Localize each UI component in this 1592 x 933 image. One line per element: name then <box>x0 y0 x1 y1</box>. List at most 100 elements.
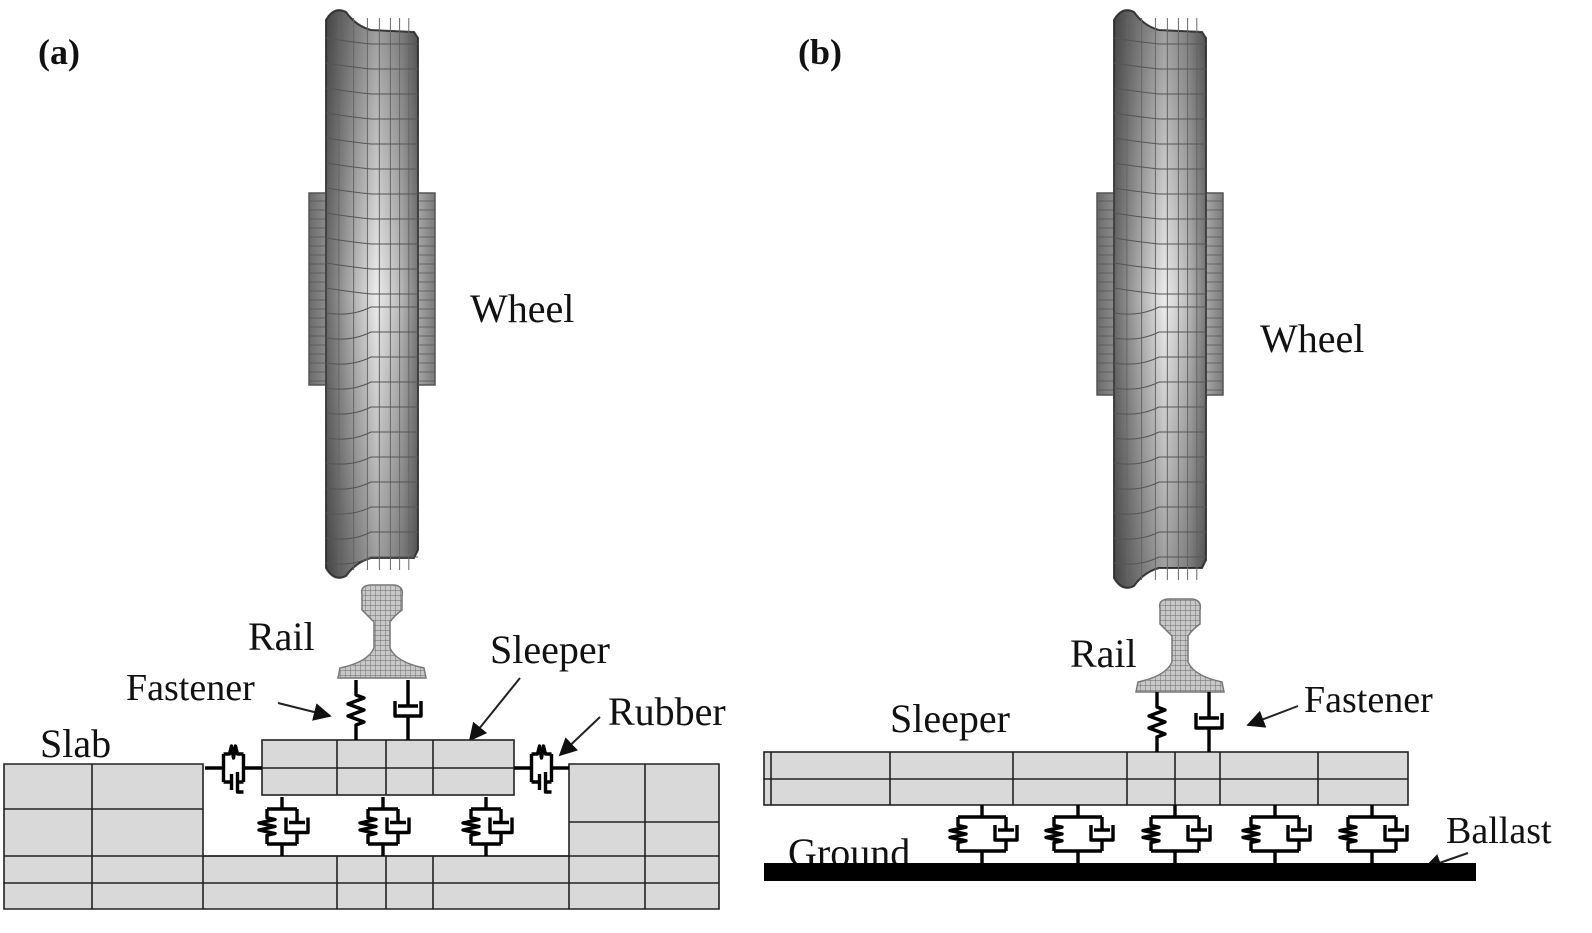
sleeper-mesh-a <box>261 739 515 796</box>
wheel-meshline <box>1113 262 1206 270</box>
wheel-meshline <box>325 87 418 95</box>
fastener-arrow-b <box>1246 705 1299 728</box>
wheel-meshline <box>1113 62 1206 70</box>
label-sleeper-a: Sleeper <box>490 627 610 672</box>
spring-icon <box>1241 817 1261 851</box>
spring-icon <box>1141 817 1161 851</box>
sleeper-arrow-a <box>468 677 521 742</box>
wheel-meshline <box>1113 87 1206 95</box>
spring-icon <box>948 817 968 851</box>
panel-a: (a) Wheel Rail Fastener Sleeper Rubber S… <box>3 9 726 910</box>
damper-piston <box>1094 817 1110 832</box>
damper-piston <box>493 809 509 825</box>
wheel-b <box>1096 9 1224 589</box>
rubber-spring <box>531 744 552 760</box>
damper-piston <box>390 809 406 825</box>
wheel-meshline <box>325 37 418 45</box>
support-frame <box>1151 805 1199 863</box>
support-frame <box>368 797 398 856</box>
damper-cylinder <box>1089 825 1115 851</box>
spring-icon <box>1044 817 1064 851</box>
fastener-b <box>1147 692 1224 752</box>
rubber-elements-a <box>205 744 569 794</box>
spring-icon <box>346 680 366 740</box>
rubber-frame <box>205 754 262 782</box>
ballast-units-b <box>948 805 1409 863</box>
wheel-meshline <box>325 506 418 515</box>
rubber-frame <box>514 754 569 782</box>
rubber-damper <box>531 772 552 794</box>
wheel-meshline <box>325 287 418 295</box>
label-sleeper-b: Sleeper <box>890 696 1010 741</box>
wheel-meshline <box>1113 237 1206 245</box>
wheel-meshline <box>325 137 418 145</box>
label-rail-b: Rail <box>1070 631 1137 676</box>
wheel-a <box>308 9 436 579</box>
panel-label-a: (a) <box>38 32 80 72</box>
wheel-meshline <box>325 237 418 245</box>
wheel-meshline <box>1113 356 1206 365</box>
wheel-meshline <box>1113 531 1206 540</box>
wheel-meshline <box>1113 406 1206 415</box>
wheel-meshline <box>1113 556 1206 565</box>
damper-cylinder <box>1383 825 1409 851</box>
wheel-meshline <box>1113 112 1206 120</box>
wheel-meshline <box>1113 456 1206 465</box>
wheel-meshline <box>1113 37 1206 45</box>
wheel-meshline <box>1113 212 1206 220</box>
damper-cylinder <box>1186 825 1212 851</box>
wheel-meshline <box>325 187 418 195</box>
wheel-meshline <box>325 356 418 365</box>
spring-icon <box>461 809 481 844</box>
rail-profile <box>1135 598 1225 693</box>
damper-piston <box>1199 692 1219 720</box>
wheel-meshline <box>325 331 418 340</box>
panel-label-b: (b) <box>798 32 842 72</box>
label-fastener-a: Fastener <box>126 667 255 709</box>
rubber-arrow-a <box>558 716 601 757</box>
label-ballast-b: Ballast <box>1446 810 1552 852</box>
wheel-meshline <box>1113 162 1206 170</box>
label-slab-a: Slab <box>40 721 111 766</box>
damper-cylinder <box>1286 825 1312 851</box>
damper-piston <box>289 809 305 825</box>
rail-a <box>337 584 427 679</box>
fastener-a <box>346 680 423 740</box>
wheel-shading <box>1114 10 1206 588</box>
spring-icon <box>1147 692 1167 752</box>
wheel-meshline <box>325 306 418 315</box>
ground-bar <box>764 863 1476 881</box>
wheel-meshline <box>1113 506 1206 515</box>
damper-piston <box>998 817 1014 832</box>
damper-cylinder <box>488 817 514 844</box>
wheel-meshline <box>325 262 418 270</box>
support-frame <box>267 797 297 856</box>
wheel-meshline <box>325 556 418 565</box>
label-rubber-a: Rubber <box>608 689 726 734</box>
wheel-meshline <box>325 531 418 540</box>
wheel-meshline <box>325 112 418 120</box>
fastener-arrow-a <box>277 702 332 721</box>
wheel-meshline <box>1113 187 1206 195</box>
wheel-meshline <box>1113 381 1206 390</box>
support-frame <box>1251 805 1299 863</box>
rubber-spring <box>223 744 244 760</box>
damper-cylinder <box>993 825 1019 851</box>
wheel-meshline <box>325 381 418 390</box>
support-frame <box>1054 805 1102 863</box>
wheel-meshline <box>1113 431 1206 440</box>
rubber-damper <box>223 772 244 794</box>
damper-cylinder <box>393 701 423 740</box>
spring-icon <box>257 809 277 844</box>
wheel-meshline <box>1113 306 1206 315</box>
support-frame <box>958 805 1006 863</box>
damper-piston <box>398 680 418 708</box>
wheel-meshline <box>325 406 418 415</box>
damper-piston <box>1291 817 1307 832</box>
label-rail-a: Rail <box>248 614 315 659</box>
wheel-meshline <box>325 481 418 490</box>
damper-cylinder <box>284 817 310 844</box>
damper-piston <box>1191 817 1207 832</box>
wheel-meshline <box>1113 331 1206 340</box>
